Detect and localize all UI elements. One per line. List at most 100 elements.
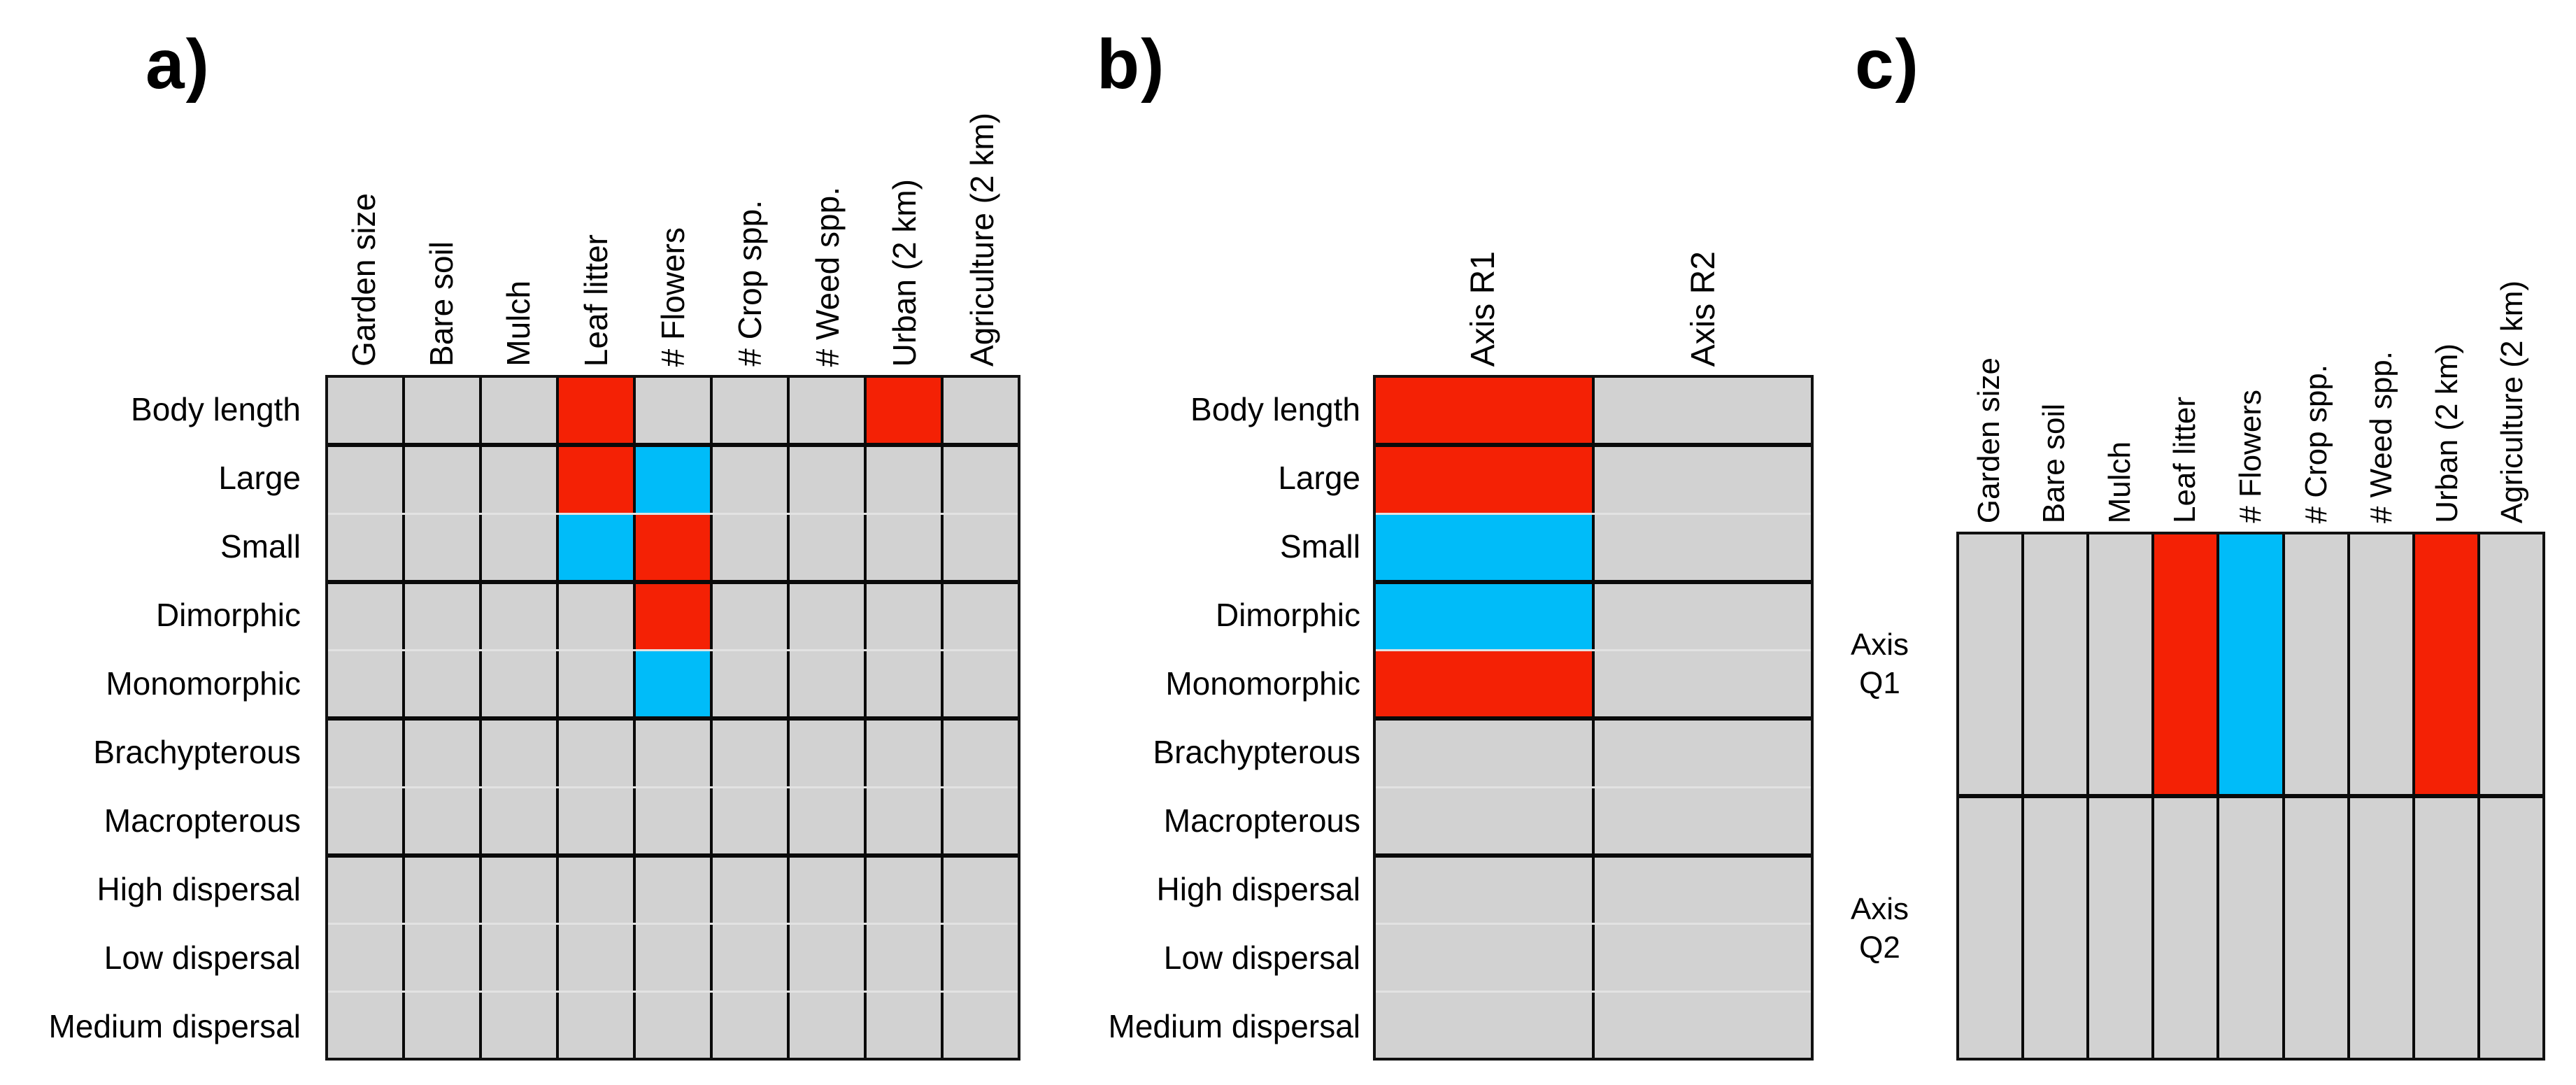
matrix-cell <box>1376 721 1595 786</box>
matrix-cell <box>1376 514 1595 580</box>
matrix-cell <box>790 514 867 580</box>
matrix-cell <box>1595 788 1811 854</box>
matrix-row <box>1376 583 1811 652</box>
matrix-row <box>1376 514 1811 584</box>
row-label: Dimorphic <box>1215 597 1360 633</box>
matrix-cell <box>405 721 482 786</box>
matrix-row <box>328 788 1018 858</box>
matrix-cell <box>790 788 867 854</box>
matrix-cell <box>559 447 636 513</box>
matrix-cell <box>790 721 867 786</box>
matrix-row <box>1376 858 1811 926</box>
matrix-cell <box>713 583 790 650</box>
matrix-cell <box>482 514 559 580</box>
matrix-cell <box>328 858 405 923</box>
matrix-row <box>1376 447 1811 515</box>
matrix-cell <box>559 651 636 717</box>
column-label: # Crop spp. <box>732 200 769 367</box>
matrix-row <box>1376 651 1811 721</box>
matrix-cell <box>790 378 867 444</box>
matrix-cell <box>713 514 790 580</box>
matrix-cell <box>944 378 1018 444</box>
row-label: Low dispersal <box>104 939 301 976</box>
matrix-cell <box>1959 534 2025 794</box>
matrix-cell <box>790 925 867 991</box>
matrix-cell <box>944 858 1018 923</box>
column-label-cell: Mulch <box>2087 217 2153 523</box>
row-label: Macropterous <box>104 802 301 839</box>
column-label: Leaf litter <box>2168 397 2203 523</box>
matrix-cell <box>2414 534 2480 794</box>
matrix-cell <box>328 788 405 854</box>
column-label-cell: # Flowers <box>634 21 711 367</box>
column-label-cell: Mulch <box>480 21 557 367</box>
matrix-cell <box>1376 858 1595 923</box>
matrix-cell <box>636 925 713 991</box>
matrix-cell <box>405 925 482 991</box>
matrix-cell <box>482 447 559 513</box>
row-label: Small <box>1279 528 1360 565</box>
matrix-cell <box>1959 798 2025 1058</box>
matrix-cell <box>405 858 482 923</box>
matrix-cell <box>405 788 482 854</box>
column-label-cell: Axis R2 <box>1593 161 1814 367</box>
matrix-cell <box>2089 798 2155 1058</box>
column-label: # Crop spp. <box>2298 364 2333 523</box>
matrix-cell <box>328 514 405 580</box>
matrix-cell <box>482 583 559 650</box>
panel-b-label: b) <box>1097 25 1166 104</box>
matrix-row <box>328 992 1018 1058</box>
column-label: Garden size <box>1971 357 2006 523</box>
matrix-cell <box>867 925 944 991</box>
matrix-row <box>328 378 1018 448</box>
matrix-cell <box>636 583 713 650</box>
matrix-cell <box>1595 447 1811 513</box>
matrix-cell <box>867 992 944 1058</box>
matrix-cell <box>559 925 636 991</box>
row-label: Medium dispersal <box>1108 1008 1360 1044</box>
matrix-cell <box>1376 992 1595 1058</box>
matrix-cell <box>1376 651 1595 717</box>
column-label: # Weed spp. <box>809 186 846 367</box>
column-label-cell: Garden size <box>1956 217 2022 523</box>
row-label: Dimorphic <box>155 597 301 633</box>
matrix-cell <box>1376 788 1595 854</box>
matrix-cell <box>482 378 559 444</box>
matrix-cell <box>713 858 790 923</box>
column-label-cell: Leaf litter <box>557 21 634 367</box>
column-label-cell: Bare soil <box>2022 217 2088 523</box>
matrix-cell <box>790 651 867 717</box>
matrix-cell <box>328 721 405 786</box>
row-label: Large <box>218 460 301 496</box>
column-label: Agriculture (2 km) <box>2495 280 2530 523</box>
matrix-cell <box>1376 378 1595 444</box>
matrix-cell <box>482 925 559 991</box>
matrix-cell <box>405 992 482 1058</box>
matrix-cell <box>1595 651 1811 717</box>
matrix-cell <box>482 721 559 786</box>
matrix-cell <box>405 447 482 513</box>
column-label: Garden size <box>346 192 383 367</box>
column-label: Urban (2 km) <box>886 178 923 367</box>
row-label: Brachypterous <box>93 734 301 770</box>
row-label: Body length <box>1190 391 1360 427</box>
row-label: High dispersal <box>1156 871 1360 907</box>
matrix-cell <box>482 858 559 923</box>
panel-a-label: a) <box>145 25 211 104</box>
matrix-cell <box>405 651 482 717</box>
matrix-cell <box>867 651 944 717</box>
matrix-cell <box>405 378 482 444</box>
matrix-cell <box>2349 534 2415 794</box>
matrix-row <box>328 925 1018 993</box>
matrix-cell <box>2479 798 2542 1058</box>
column-label-cell: # Weed spp. <box>2349 217 2414 523</box>
matrix-cell <box>867 788 944 854</box>
matrix-row <box>1376 378 1811 448</box>
matrix-cell <box>2219 798 2285 1058</box>
column-label: Mulch <box>2102 441 2137 523</box>
matrix-cell <box>2024 798 2090 1058</box>
panel-c-label: c) <box>1855 25 1920 104</box>
column-label-cell: # Flowers <box>2218 217 2284 523</box>
column-label-cell: # Crop spp. <box>711 21 788 367</box>
